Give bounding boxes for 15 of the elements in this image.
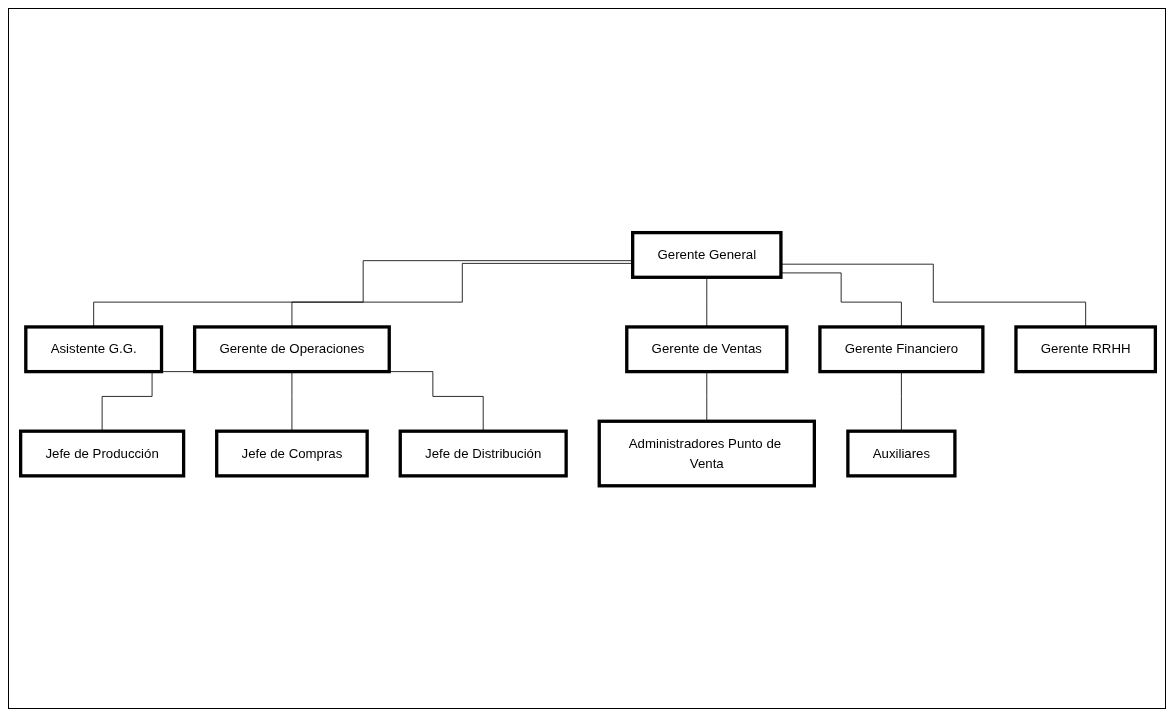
node-box: Jefe de Producción xyxy=(19,429,186,478)
connector xyxy=(900,371,902,432)
node-box: Jefe de Distribución xyxy=(398,429,568,478)
node-box: Administradores Punto de Venta xyxy=(597,419,816,488)
node-box: Gerente RRHH xyxy=(1014,325,1157,374)
connector xyxy=(706,277,708,328)
connector xyxy=(291,371,293,432)
node-box: Gerente Financiero xyxy=(818,325,985,374)
node-box: Asistente G.G. xyxy=(24,325,164,374)
node-box: Gerente General xyxy=(631,231,783,280)
connector xyxy=(706,371,708,422)
node-box: Auxiliares xyxy=(846,429,957,478)
node-box: Gerente de Operaciones xyxy=(192,325,391,374)
node-box: Jefe de Compras xyxy=(215,429,369,478)
node-box: Gerente de Ventas xyxy=(625,325,789,374)
